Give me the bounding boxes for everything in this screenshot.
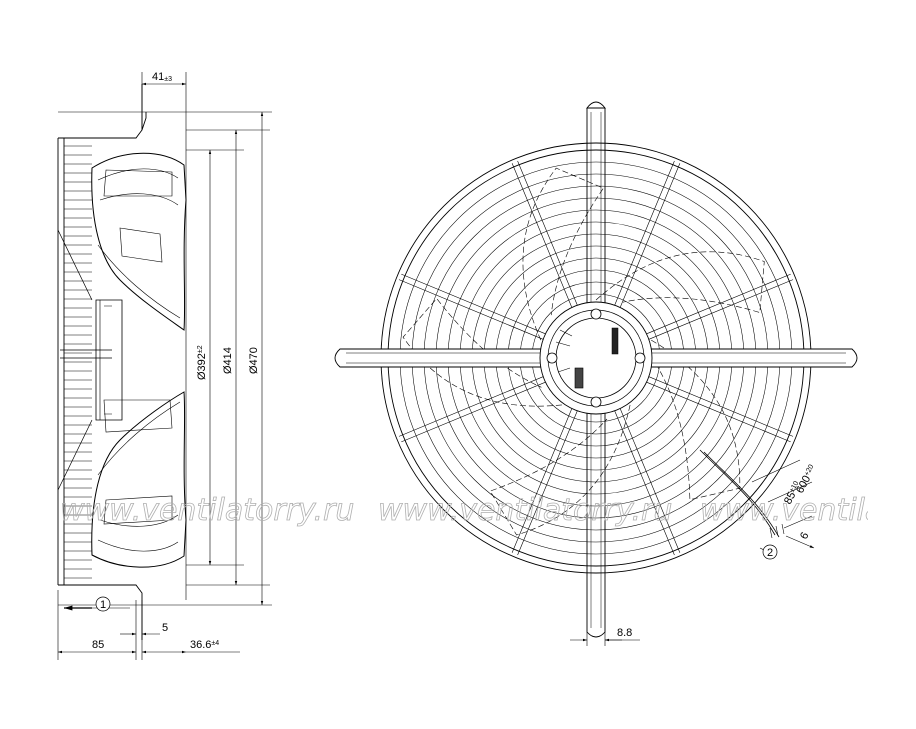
watermark-text-2: www.ventilatorry.ru — [378, 493, 672, 528]
dim-600-label: 600+20 — [794, 463, 819, 495]
dim-d392-label: Ø392±2 — [196, 345, 208, 380]
dim-41-label: 41±3 — [152, 71, 172, 83]
side-dimensions — [57, 72, 272, 660]
dim-36-label: 36.6±4 — [190, 639, 219, 651]
callout-1-label: 1 — [100, 599, 106, 611]
side-view — [57, 84, 187, 640]
watermark: www.ventilatorry.ru www.ventilatorry.ru … — [60, 493, 916, 529]
dim-5-label: 5 — [162, 622, 168, 634]
dim-d470-label: Ø470 — [248, 347, 260, 374]
side-dimension-labels: 41±3 Ø392±2 Ø414 Ø470 85 5 36.6±4 1 — [92, 71, 260, 651]
dim-d414-label: Ø414 — [222, 347, 234, 374]
front-dimension-labels: 8.8 600+20 85±10 6 2 — [617, 463, 819, 639]
dim-85-label: 85 — [92, 639, 104, 651]
front-view — [334, 101, 858, 638]
watermark-text-3: www.ventilatorry.ru — [700, 493, 916, 528]
callout-circle-2 — [762, 544, 778, 560]
callout-2-label: 2 — [767, 547, 773, 559]
watermark-text-1: www.ventilatorry.ru — [60, 493, 354, 528]
dim-8-8-label: 8.8 — [617, 627, 632, 639]
dim-cable85-label: 85±10 — [782, 480, 804, 507]
callout-circle-1 — [95, 596, 111, 612]
front-dimensions — [570, 459, 815, 646]
dim-cable6-label: 6 — [798, 530, 811, 541]
